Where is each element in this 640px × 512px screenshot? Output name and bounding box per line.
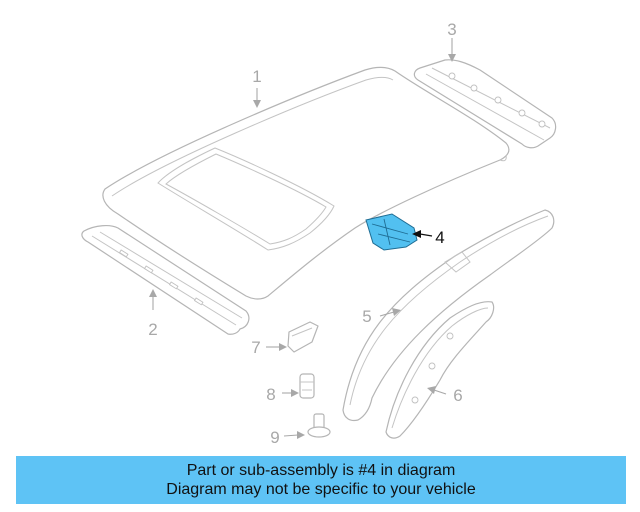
callout-6: 6 — [453, 386, 462, 405]
part-3-rear-cross-member[interactable] — [413, 59, 557, 149]
callout-2: 2 — [148, 320, 157, 339]
part-4-reinforcement[interactable] — [365, 213, 418, 251]
callout-9: 9 — [270, 428, 279, 447]
callout-7: 7 — [251, 338, 260, 357]
callout-4: 4 — [435, 228, 444, 247]
callout-1: 1 — [252, 67, 261, 86]
part-6-inner-reinforcement[interactable] — [385, 301, 495, 439]
info-banner: Part or sub-assembly is #4 in diagram Di… — [16, 456, 626, 504]
part-1-roof-panel[interactable] — [102, 66, 510, 300]
callout-8: 8 — [266, 385, 275, 404]
part-9-fastener[interactable] — [307, 413, 331, 438]
callout-5: 5 — [362, 307, 371, 326]
part-7-bracket[interactable] — [287, 321, 319, 353]
banner-line-2: Diagram may not be specific to your vehi… — [166, 481, 476, 498]
part-8-clip[interactable] — [299, 373, 315, 399]
leader-lines — [149, 38, 456, 439]
callout-3: 3 — [447, 20, 456, 39]
part-5-pillar[interactable] — [342, 209, 555, 422]
banner-line-1: Part or sub-assembly is #4 in diagram — [186, 462, 456, 479]
part-2-side-rail[interactable] — [81, 225, 250, 335]
